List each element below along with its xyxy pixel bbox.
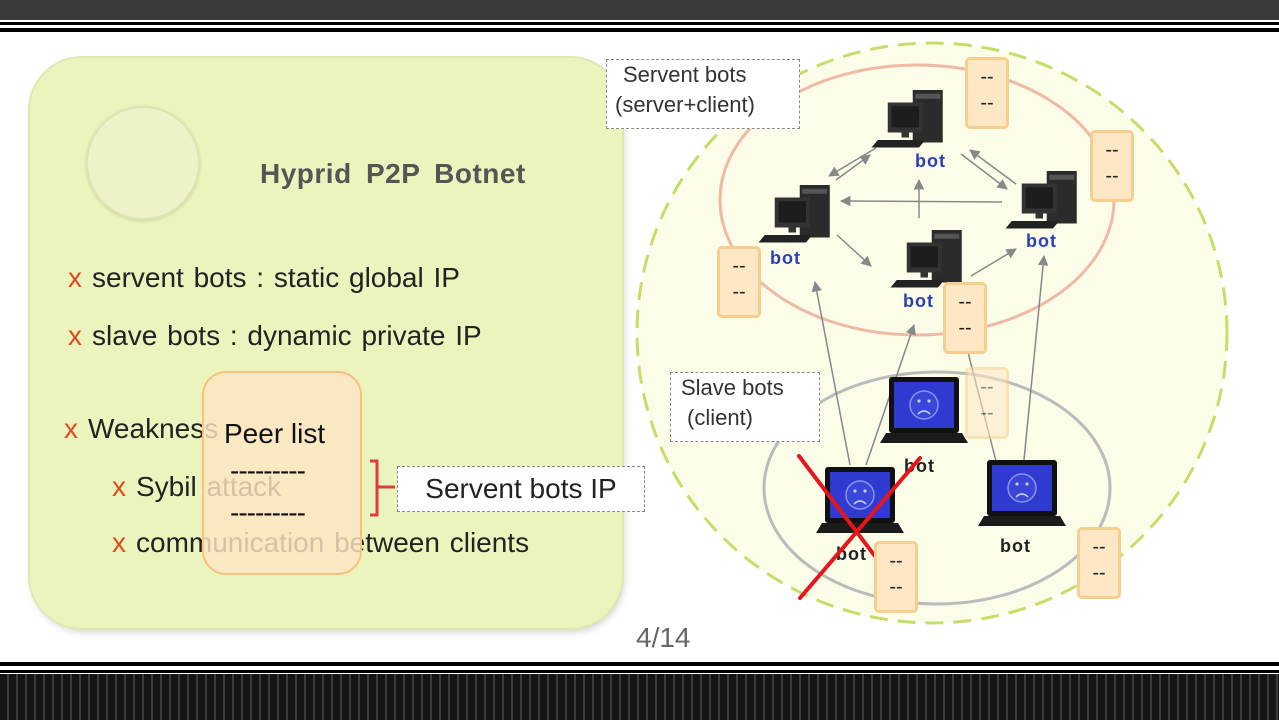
bot-label: bot [1026,231,1057,251]
bot-label: bot [904,456,935,476]
bullet-text: servent bots : static global IP [92,262,460,293]
bottom-bar [0,674,1279,720]
bullet-text: slave bots : dynamic private IP [92,320,482,351]
note-line: -- [1092,562,1106,584]
caption-line: (client) [687,405,754,430]
servent-bot: bot [1005,171,1077,251]
bullet-marker: x [112,471,126,502]
slide-title: Hyprid P2P Botnet [260,158,526,189]
servent-bots-ip-label: Servent bots IP [397,466,645,512]
peer-list-note: -- -- [717,246,761,318]
top-rule [0,28,1279,32]
note-line: -- [980,376,994,398]
peer-list-note: -- -- [1077,527,1121,599]
top-rule [0,22,1279,25]
note-line: -- [889,576,903,598]
note-line: -- [980,66,994,88]
curly-brace-icon [370,459,395,517]
note-line: -- [1105,165,1119,187]
note-line: -- [732,281,746,303]
page-number: 4/14 [636,622,691,653]
note-line: -- [1105,139,1119,161]
bullet-marker: x [68,262,82,293]
botnet-diagram: bot bot bot bot bot bot bot [635,41,1229,625]
note-line: -- [732,255,746,277]
caption-line: (server+client) [615,92,755,117]
note-line: -- [958,317,972,339]
bot-label: bot [1000,536,1031,556]
bullet-servent-bots: x servent bots : static global IP [68,262,460,294]
bot-label: bot [836,544,867,564]
slave-ring [762,370,1112,606]
slave-bot: bot [879,376,969,476]
decorative-circle [86,106,200,220]
bullet-marker: x [68,320,82,351]
peer-list-entry: --------- [230,497,306,528]
note-line: -- [958,291,972,313]
bullet-text: Weakness [88,413,219,444]
servent-bots-caption: Servent bots (server+client) [606,59,800,129]
bullet-slave-bots: x slave bots : dynamic private IP [68,320,482,352]
caption-line: Servent bots [623,62,747,87]
peer-list-note: -- -- [874,541,918,613]
note-line: -- [980,92,994,114]
servent-bot: bot [871,90,946,171]
caption-line: Slave bots [681,375,784,400]
peer-list-entry: --------- [230,455,306,486]
bullet-marker: x [112,527,126,558]
peer-list-note: -- -- [943,282,987,354]
bottom-rule [0,670,1279,673]
bot-label: bot [903,291,934,311]
note-line: -- [1092,536,1106,558]
peer-list-note: -- -- [965,367,1009,439]
servent-bot: bot [758,185,830,268]
slave-bot: bot [977,459,1067,556]
servent-bot: bot [890,230,962,311]
slave-bots-caption: Slave bots (client) [670,372,820,442]
peer-list-note: -- -- [1090,130,1134,202]
bullet-weakness: x Weakness [64,413,218,445]
bot-label: bot [915,151,946,171]
bullet-marker: x [64,413,78,444]
bottom-rule [0,662,1279,666]
bot-label: bot [770,248,801,268]
peer-list-note: -- -- [965,57,1009,129]
top-bar [0,0,1279,20]
peer-list-title: Peer list [224,418,326,449]
note-line: -- [980,402,994,424]
peer-list-box [202,371,362,575]
note-line: -- [889,550,903,572]
